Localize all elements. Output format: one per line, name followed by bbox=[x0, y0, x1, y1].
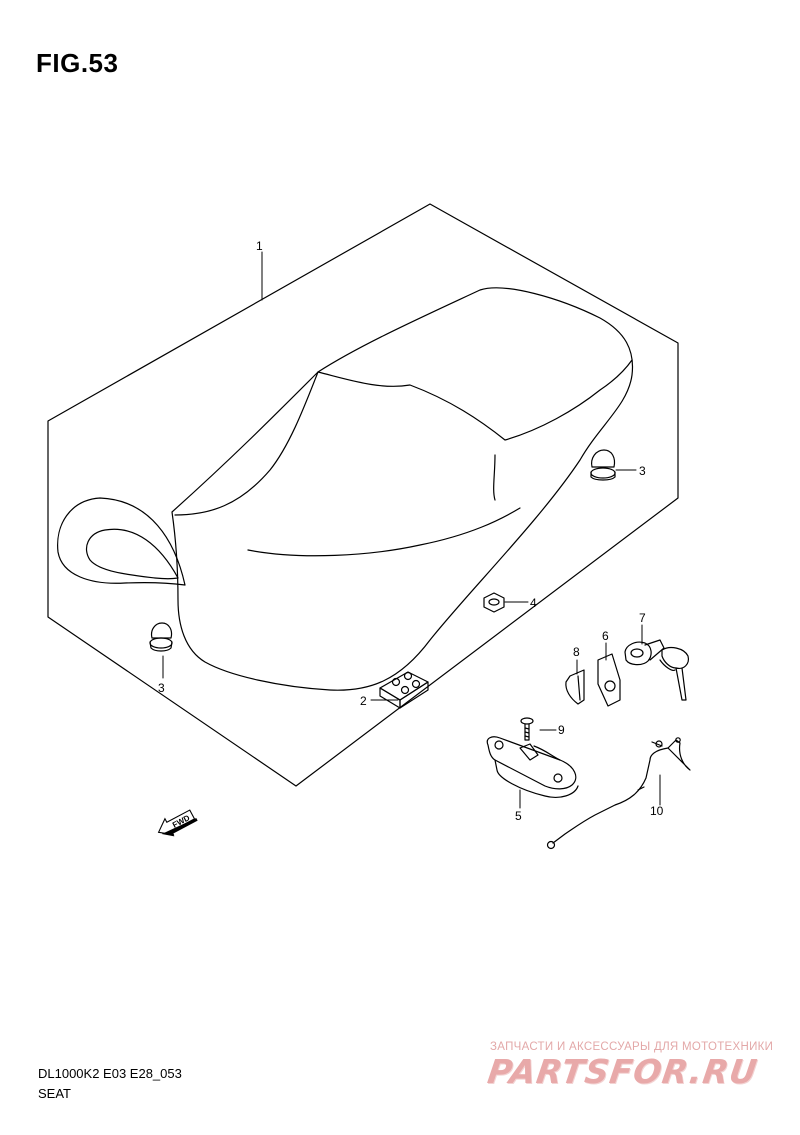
screw-part-9 bbox=[520, 717, 534, 741]
cable-part-10 bbox=[546, 737, 691, 850]
nut-part-4 bbox=[483, 592, 505, 613]
callout-3-left: 3 bbox=[158, 681, 165, 695]
callout-8: 8 bbox=[573, 645, 580, 659]
callout-9: 9 bbox=[558, 723, 565, 737]
callout-5: 5 bbox=[515, 809, 522, 823]
callout-2: 2 bbox=[360, 694, 367, 708]
figure-title: FIG.53 bbox=[36, 48, 119, 78]
watermark-logo: PARTSFOR.RU bbox=[485, 1052, 761, 1091]
callout-leaders bbox=[162, 251, 661, 809]
footer-diagram-code: DL1000K2 E03 E28_053 bbox=[38, 1066, 182, 1081]
callout-4: 4 bbox=[530, 596, 537, 610]
seat-part-1 bbox=[57, 287, 634, 691]
forward-direction-arrow-icon: FWD bbox=[157, 809, 198, 837]
seat-damper-left bbox=[149, 622, 173, 652]
footer-diagram-name: SEAT bbox=[38, 1086, 71, 1101]
callout-7: 7 bbox=[639, 611, 646, 625]
callout-6: 6 bbox=[602, 629, 609, 643]
callout-3-right: 3 bbox=[639, 464, 646, 478]
callout-10: 10 bbox=[650, 804, 664, 818]
bracket-part-2 bbox=[379, 671, 429, 709]
watermark-tagline: ЗАПЧАСТИ И АКСЕССУАРЫ ДЛЯ МОТОТЕХНИКИ bbox=[490, 1041, 774, 1053]
lock-bracket-part-6 bbox=[597, 653, 621, 707]
clip-part-8 bbox=[565, 669, 585, 705]
lock-base-part-5 bbox=[486, 736, 579, 798]
callout-1: 1 bbox=[256, 239, 263, 253]
seat-lock-part-7 bbox=[624, 639, 689, 701]
assembly-outline bbox=[47, 203, 679, 787]
seat-damper-right bbox=[590, 449, 616, 481]
